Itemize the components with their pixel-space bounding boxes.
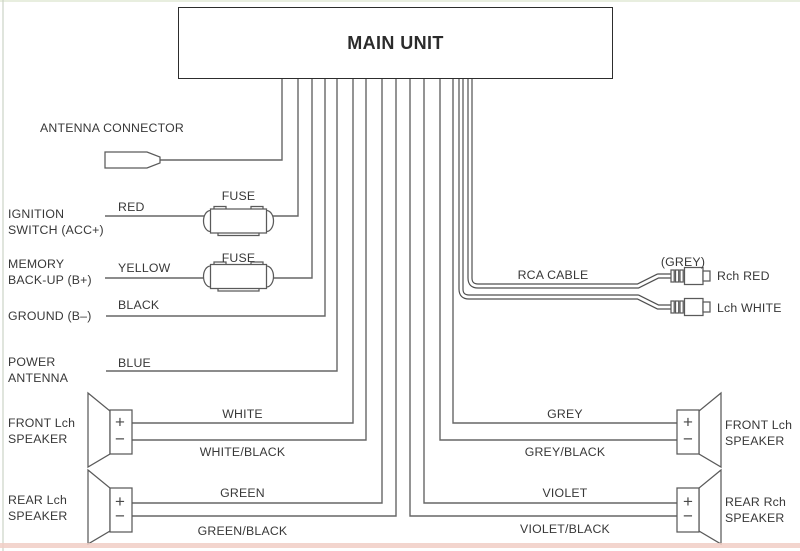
front-right-speaker-line1: FRONT Lch: [725, 418, 793, 432]
wire-label-white: WHITE: [222, 407, 263, 421]
wire-label-white-black: WHITE/BLACK: [199, 445, 286, 459]
speaker-icon-front-right: + −: [676, 391, 722, 469]
rca-cable-cords: [458, 79, 671, 310]
wire-label-grey: GREY: [547, 407, 583, 421]
wire-label-red: RED: [118, 200, 145, 214]
fuse-label-memory: FUSE: [221, 251, 256, 265]
main-unit-box: MAIN UNIT: [178, 7, 613, 79]
wire-label-yellow: YELLOW: [118, 261, 171, 275]
wire-label-grey-black: GREY/BLACK: [524, 445, 606, 459]
power-antenna-label-line2: ANTENNA: [8, 370, 69, 385]
rca-cord-left-core: [459, 79, 671, 309]
rear-right-speaker-line2: SPEAKER: [725, 510, 785, 525]
antenna-connector-label: ANTENNA CONNECTOR: [40, 121, 184, 135]
speaker-icon-rear-right: + −: [676, 468, 722, 546]
wire-label-green: GREEN: [220, 486, 265, 500]
antenna-connector-icon: [104, 151, 161, 169]
fuse-icon-ignition: [202, 205, 275, 237]
rca-cord-right-core: [468, 79, 671, 288]
wire-grey-black-front-right-neg: [439, 79, 677, 441]
fuse-label-ignition: FUSE: [221, 189, 256, 203]
front-right-speaker-label: FRONT Lch SPEAKER: [725, 418, 792, 449]
front-left-speaker-line2: SPEAKER: [8, 431, 68, 446]
wire-label-violet-black: VIOLET/BLACK: [520, 522, 610, 536]
memory-backup-label: MEMORY BACK-UP (B+): [8, 257, 92, 288]
main-unit-label: MAIN UNIT: [347, 32, 444, 53]
wire-label-green-black: GREEN/BLACK: [197, 524, 288, 538]
rear-right-speaker-label: REAR Rch SPEAKER: [725, 495, 786, 526]
wire-grey-front-right-pos: [452, 79, 677, 424]
wire-red-ignition: [105, 79, 299, 217]
rear-right-speaker-line1: REAR Rch: [725, 495, 787, 509]
rear-left-speaker-line2: SPEAKER: [8, 508, 68, 523]
plus-symbol: +: [683, 413, 693, 432]
ignition-switch-label: IGNITION SWITCH (ACC+): [8, 207, 104, 238]
speaker-icon-front-left: + −: [87, 391, 133, 469]
minus-symbol: −: [115, 507, 125, 526]
front-left-speaker-label: FRONT Lch SPEAKER: [8, 416, 75, 447]
wire-green-black-rear-left-neg: [132, 79, 397, 517]
wire-yellow-memory: [105, 79, 313, 279]
memory-label-line2: BACK-UP (B+): [8, 272, 92, 287]
power-antenna-label: POWER ANTENNA: [8, 355, 68, 386]
wire-antenna: [160, 79, 283, 161]
wire-white-front-left-pos: [132, 79, 354, 424]
wire-violet-rear-right-pos: [423, 79, 677, 504]
rear-left-speaker-line1: REAR Lch: [8, 493, 68, 507]
minus-symbol: −: [683, 430, 693, 449]
plus-symbol: +: [115, 492, 125, 511]
wire-violet-black-rear-right-neg: [409, 79, 677, 517]
front-right-speaker-line2: SPEAKER: [725, 433, 785, 448]
rca-cable-label: RCA CABLE: [517, 268, 589, 282]
plus-symbol: +: [115, 413, 125, 432]
rca-plug-rch-icon: [670, 266, 711, 286]
power-antenna-label-line1: POWER: [8, 355, 56, 369]
ignition-label-line1: IGNITION: [8, 207, 65, 221]
wire-label-violet: VIOLET: [542, 486, 588, 500]
plus-symbol: +: [683, 492, 693, 511]
minus-symbol: −: [683, 507, 693, 526]
rca-plug-lch-icon: [670, 297, 711, 317]
wire-label-black: BLACK: [118, 298, 160, 312]
wire-white-black-front-left-neg: [132, 79, 367, 441]
rca-lch-white-label: Lch WHITE: [717, 301, 782, 315]
minus-symbol: −: [115, 430, 125, 449]
front-left-speaker-line1: FRONT Lch: [8, 416, 76, 430]
wire-green-rear-left-pos: [132, 79, 383, 504]
speaker-icon-rear-left: + −: [87, 468, 133, 546]
memory-label-line1: MEMORY: [8, 257, 65, 271]
wire-black-ground: [106, 79, 326, 317]
rca-rch-red-label: Rch RED: [717, 269, 770, 283]
wire-label-blue: BLUE: [118, 356, 151, 370]
rca-grey-note-label: (GREY): [660, 255, 706, 269]
ignition-label-line2: SWITCH (ACC+): [8, 222, 104, 237]
rear-left-speaker-label: REAR Lch SPEAKER: [8, 493, 68, 524]
fuse-icon-memory: [202, 261, 275, 292]
ground-label: GROUND (B–): [8, 309, 92, 323]
wire-blue-power-antenna: [106, 79, 338, 372]
